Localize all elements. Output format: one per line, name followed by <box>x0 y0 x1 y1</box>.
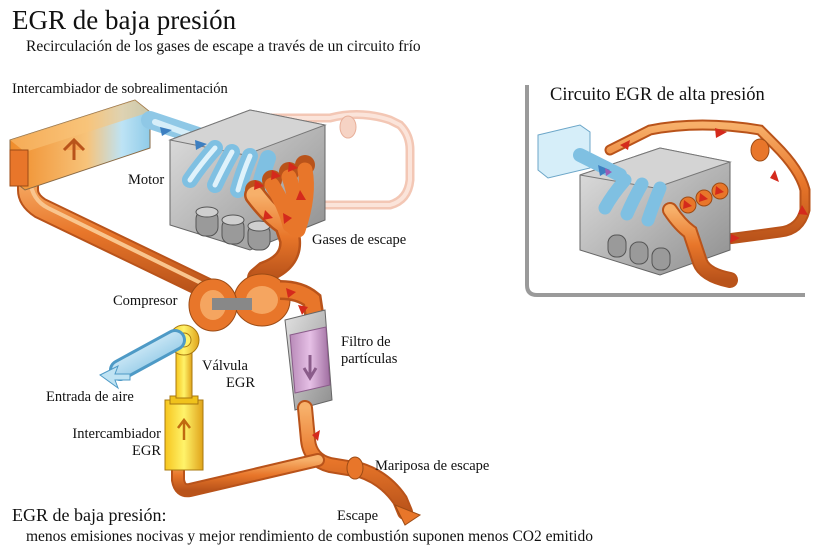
particulate-filter <box>284 309 333 411</box>
label-intercooler: Intercambiador de sobrealimentación <box>12 81 228 97</box>
label-compressor: Compresor <box>113 293 178 309</box>
page-subtitle: Recirculación de los gases de escape a t… <box>26 38 421 55</box>
faded-egr-loop <box>235 110 415 210</box>
footer-title: EGR de baja presión: <box>12 505 167 525</box>
label-egr-valve: Válvula EGR <box>202 358 255 392</box>
label-egr-cooler-line1: Intercambiador <box>72 426 161 442</box>
charge-air-cooler <box>9 99 151 191</box>
inset-diagram <box>537 119 811 288</box>
label-egr-cooler: Intercambiador EGR <box>56 426 161 460</box>
egr-return-pipe <box>171 453 325 498</box>
label-air-intake: Entrada de aire <box>46 389 134 405</box>
label-egr-cooler-line2: EGR <box>132 443 161 459</box>
label-valve-line2: EGR <box>226 375 255 391</box>
air-intake-pipe <box>99 329 186 390</box>
footer-text: menos emisiones nocivas y mejor rendimie… <box>26 528 593 545</box>
exhaust-pipe <box>297 400 422 526</box>
label-exhaust-gases: Gases de escape <box>312 232 407 248</box>
label-motor: Motor <box>128 172 165 188</box>
exhaust-manifold <box>244 162 314 289</box>
label-exhaust-throttle: Mariposa de escape <box>375 458 490 474</box>
label-exhaust: Escape <box>337 508 379 524</box>
inset-frame <box>525 85 805 297</box>
label-filter-line2: partículas <box>341 351 398 367</box>
label-valve-line1: Válvula <box>202 358 248 374</box>
compressor <box>188 278 252 332</box>
label-filter: Filtro de partículas <box>341 334 397 368</box>
intake-flow-arrows <box>160 127 207 150</box>
inset-title: Circuito EGR de alta presión <box>550 85 765 105</box>
label-filter-line1: Filtro de <box>341 334 391 350</box>
page-title: EGR de baja presión <box>12 5 237 35</box>
exhaust-flow-arrows <box>254 162 320 441</box>
turbine <box>233 273 325 327</box>
egr-cooler <box>164 395 204 471</box>
